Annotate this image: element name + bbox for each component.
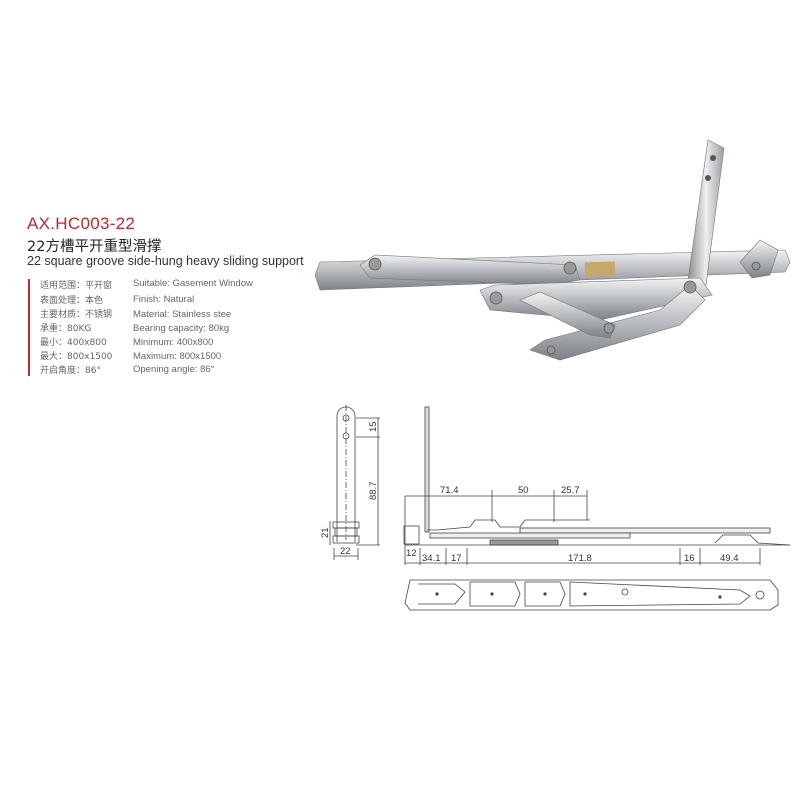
dim-16: 16 [684,553,695,564]
side-view-drawing [329,405,380,560]
product-title-cn: 22方槽平开重型滑撑 [27,239,162,255]
product-title-en: 22 square groove side-hung heavy sliding… [27,254,304,268]
accent-bar [28,279,30,376]
spec-cn-bearing: 承重：80KG [40,324,92,334]
dim-17: 17 [451,553,462,564]
spec-cn-finish: 表面处理：本色 [40,296,104,306]
spec-cn-angle: 开启角度：86° [40,366,101,376]
spec-cn-material: 主要材质：不锈钢 [40,310,113,320]
spec-en-finish: Finish: Natural [133,294,195,305]
top-view-drawing [404,579,779,611]
spec-en-angle: Opening angle: 86° [133,364,215,375]
dim-171-8: 171.8 [568,553,592,564]
spec-en-bearing: Bearing capacity: 80kg [133,323,230,334]
spec-cn-suitable: 适用范围：平开窗 [40,281,113,291]
dim-15: 15 [368,421,379,432]
product-model: AX.HC003-22 [27,214,136,233]
dim-25-7: 25.7 [561,485,580,496]
spec-en-material: Material: Stainless stee [133,309,232,320]
spec-en-suitable: Suitable: Gasement Window [133,278,253,289]
dim-21: 21 [320,527,331,538]
dim-71-4: 71.4 [440,485,459,496]
dim-34-1: 34.1 [422,553,441,564]
dim-22: 22 [340,546,351,557]
dim-88-7: 88.7 [368,482,379,501]
spec-cn-maximum: 最大：800x1500 [40,352,113,362]
dim-50: 50 [518,485,529,496]
front-view-drawing [403,406,791,565]
spec-cn-minimum: 最小：400x800 [40,338,107,348]
dim-12: 12 [406,548,417,559]
spec-en-maximum: Maximum: 800x1500 [133,351,222,362]
product-photo [314,139,791,361]
dim-49-4: 49.4 [720,553,739,564]
spec-en-minimum: Minimum: 400x800 [133,337,214,348]
